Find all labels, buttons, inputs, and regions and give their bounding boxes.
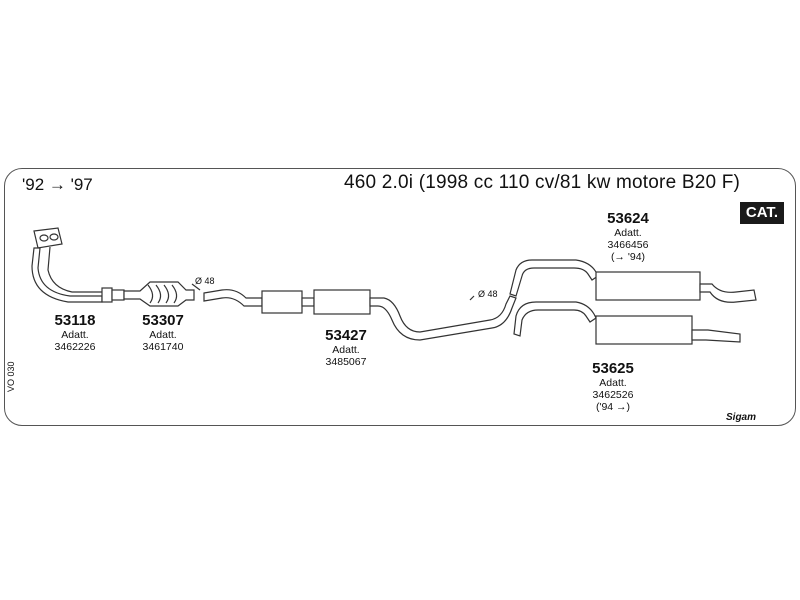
part-53118[interactable]: 53118 Adatt. 3462226: [40, 312, 110, 353]
manifold-flange: [33, 227, 63, 249]
diameter-mark-1: [191, 283, 201, 291]
intermediate-pipe: [203, 289, 263, 307]
part-53624[interactable]: 53624 Adatt. 3466456 (→ '94): [590, 210, 666, 263]
part-code: 3485067: [325, 356, 367, 368]
brand-logo: Sigam: [726, 412, 757, 423]
part-number: 53118: [54, 312, 96, 329]
diameter-mark-2: [469, 295, 475, 301]
catalytic-converter-53307: [123, 281, 195, 307]
part-code: 3462226: [54, 341, 96, 353]
part-note: ('94 →): [595, 401, 631, 413]
diagram-frame: [4, 168, 796, 426]
part-53427[interactable]: 53427 Adatt. 3485067: [308, 327, 384, 368]
diameter-label-1: Ø 48: [195, 276, 215, 286]
year-range: '92 → '97: [22, 175, 93, 194]
part-label: Adatt.: [614, 227, 642, 239]
rear-pipe-53624: [509, 259, 599, 297]
rear-silencer-53625: [595, 315, 693, 345]
front-pipe-53118: [31, 247, 103, 303]
rear-pipe-53625: [513, 301, 597, 337]
part-number: 53427: [325, 327, 367, 344]
tailpipe-53625: [691, 329, 741, 343]
front-pipe-53118-second: [47, 246, 102, 293]
part-label: Adatt.: [149, 329, 177, 341]
part-53307[interactable]: 53307 Adatt. 3461740: [128, 312, 198, 353]
rear-silencer-53624: [595, 271, 701, 301]
main-pipe-53427: [369, 295, 517, 341]
part-code: 3466456: [607, 239, 649, 251]
part-note: (→ '94): [610, 251, 646, 263]
front-pipe-clamp: [111, 289, 125, 301]
part-label: Adatt.: [332, 344, 360, 356]
part-number: 53624: [607, 210, 649, 227]
side-code: VO 030: [6, 361, 16, 392]
part-53625[interactable]: 53625 Adatt. 3462526 ('94 →): [575, 360, 651, 413]
middle-silencer-1: [261, 290, 303, 314]
part-code: 3461740: [142, 341, 184, 353]
diagram-title: 460 2.0i (1998 cc 110 cv/81 kw motore B2…: [344, 172, 741, 193]
diameter-label-2: Ø 48: [478, 289, 498, 299]
part-number: 53625: [592, 360, 634, 377]
cat-badge: CAT.: [740, 202, 784, 224]
front-pipe-joint: [101, 287, 113, 303]
middle-silencer-joint: [301, 297, 315, 307]
part-label: Adatt.: [61, 329, 89, 341]
middle-silencer-2: [313, 289, 371, 315]
part-label: Adatt.: [599, 377, 627, 389]
tailpipe-53624: [699, 283, 757, 303]
part-number: 53307: [142, 312, 184, 329]
part-code: 3462526: [592, 389, 634, 401]
